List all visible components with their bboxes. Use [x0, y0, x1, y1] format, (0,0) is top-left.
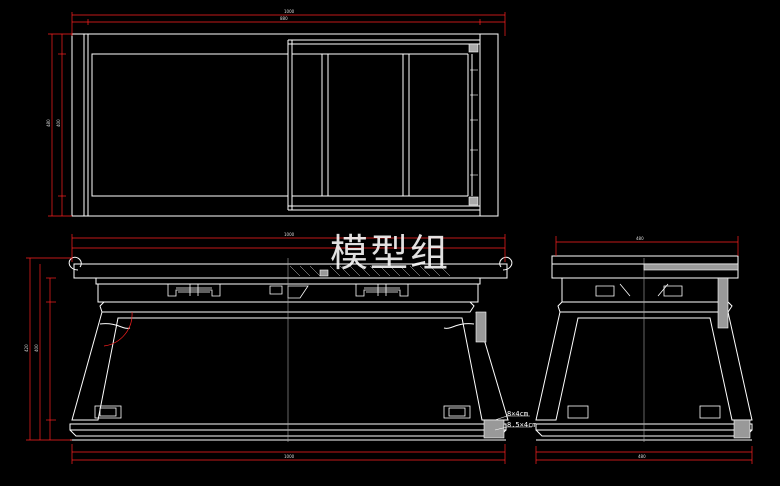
svg-text:480: 480: [636, 236, 644, 241]
annotation-note-1: 8×4cm: [507, 410, 529, 418]
svg-text:420: 420: [24, 344, 29, 352]
svg-text:1000: 1000: [284, 9, 295, 14]
svg-text:480: 480: [638, 454, 646, 459]
svg-text:400: 400: [56, 119, 61, 127]
svg-text:1000: 1000: [284, 454, 295, 459]
svg-text:1000: 1000: [284, 232, 295, 237]
side-elevation: 480 480: [535, 236, 753, 464]
watermark-text: 模型组: [330, 231, 451, 275]
svg-text:880: 880: [280, 16, 288, 21]
front-elevation: 1000 1000 420 400: [24, 232, 513, 464]
plan-view: 1000 880 480 400: [46, 9, 506, 217]
annotation-note-2: 8.5×4cm: [507, 421, 537, 429]
svg-text:480: 480: [46, 119, 51, 127]
svg-text:400: 400: [34, 344, 39, 352]
